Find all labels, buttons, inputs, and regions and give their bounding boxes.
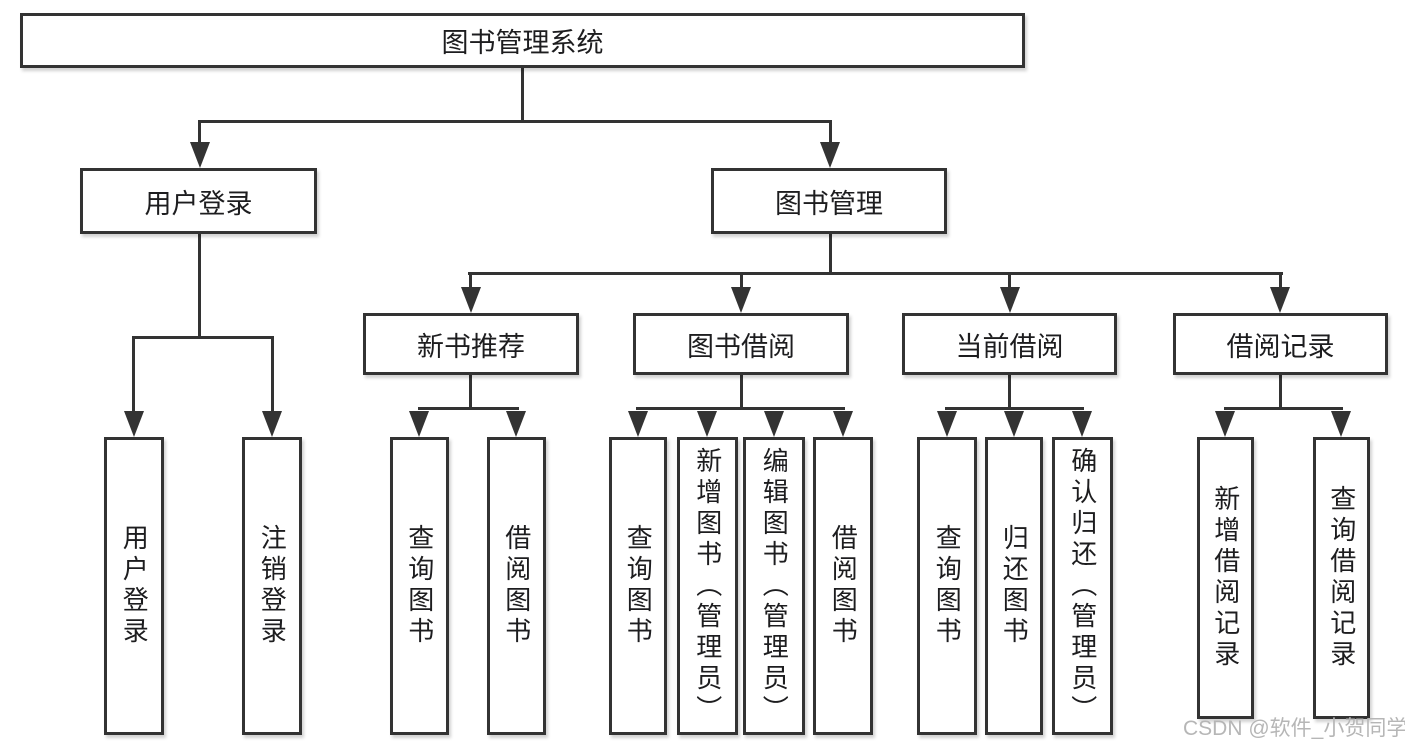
node-user-login: 用户登录 xyxy=(80,168,317,234)
node-label: 编辑图书（管理员） xyxy=(759,446,790,726)
arrow-down-icon xyxy=(1215,411,1235,437)
node-label: 借阅图书 xyxy=(828,524,859,648)
node-label: 图书管理 xyxy=(775,188,883,219)
connector-line xyxy=(740,272,743,289)
leaf-borrow-books-recommend: 借阅图书 xyxy=(487,437,546,735)
arrow-down-icon xyxy=(731,287,751,313)
node-label: 查询图书 xyxy=(404,524,435,648)
connector-line xyxy=(1224,407,1343,410)
leaf-return-books: 归还图书 xyxy=(985,437,1043,735)
node-label: 用户登录 xyxy=(144,188,253,219)
node-label: 查询借阅记录 xyxy=(1326,485,1357,671)
arrow-down-icon xyxy=(1004,411,1024,437)
node-label: 确认归还（管理员） xyxy=(1067,446,1098,726)
connector-line xyxy=(740,375,743,410)
node-label: 新增图书（管理员） xyxy=(692,446,723,726)
node-borrowing-records: 借阅记录 xyxy=(1173,313,1388,375)
node-label: 新增借阅记录 xyxy=(1210,485,1241,671)
arrow-down-icon xyxy=(409,411,429,437)
connector-line xyxy=(198,120,832,123)
node-label: 用户登录 xyxy=(119,524,150,648)
leaf-query-books-current: 查询图书 xyxy=(917,437,977,735)
connector-line xyxy=(198,120,201,146)
node-label: 图书借阅 xyxy=(687,331,795,362)
node-book-management: 图书管理 xyxy=(711,168,947,234)
node-new-book-recommend: 新书推荐 xyxy=(363,313,579,375)
connector-line xyxy=(198,234,201,338)
node-label: 借阅图书 xyxy=(501,524,532,648)
connector-line xyxy=(469,272,472,289)
arrow-down-icon xyxy=(190,142,210,168)
connector-line xyxy=(521,68,524,123)
connector-line xyxy=(945,407,1084,410)
node-label: 新书推荐 xyxy=(417,331,525,362)
connector-line xyxy=(1279,272,1282,289)
arrow-down-icon xyxy=(1270,287,1290,313)
leaf-edit-book-admin: 编辑图书（管理员） xyxy=(743,437,805,735)
leaf-user-login: 用户登录 xyxy=(104,437,164,735)
arrow-down-icon xyxy=(1072,411,1092,437)
node-label: 当前借阅 xyxy=(955,331,1064,362)
csdn-watermark: CSDN @软件_小贺同学 xyxy=(1183,717,1405,740)
connector-line xyxy=(469,375,472,410)
connector-line xyxy=(418,407,519,410)
connector-line xyxy=(132,336,135,414)
leaf-add-borrow-record: 新增借阅记录 xyxy=(1197,437,1254,719)
connector-line xyxy=(468,272,1283,275)
arrow-down-icon xyxy=(461,287,481,313)
node-label: 图书管理系统 xyxy=(441,28,604,58)
arrow-down-icon xyxy=(262,411,282,437)
node-label: 归还图书 xyxy=(999,524,1030,648)
arrow-down-icon xyxy=(820,142,840,168)
connector-line xyxy=(1279,375,1282,410)
arrow-down-icon xyxy=(628,411,648,437)
node-library-system: 图书管理系统 xyxy=(20,13,1025,68)
node-label: 借阅记录 xyxy=(1226,331,1335,362)
connector-line xyxy=(636,407,845,410)
node-current-borrowing: 当前借阅 xyxy=(902,313,1117,375)
arrow-down-icon xyxy=(937,411,957,437)
leaf-confirm-return-admin: 确认归还（管理员） xyxy=(1052,437,1113,735)
arrow-down-icon xyxy=(697,411,717,437)
node-label: 注销登录 xyxy=(257,524,288,648)
arrow-down-icon xyxy=(124,411,144,437)
connector-line xyxy=(271,336,274,414)
node-book-borrowing: 图书借阅 xyxy=(633,313,849,375)
leaf-logout: 注销登录 xyxy=(242,437,302,735)
leaf-add-book-admin: 新增图书（管理员） xyxy=(677,437,738,735)
arrow-down-icon xyxy=(833,411,853,437)
arrow-down-icon xyxy=(1000,287,1020,313)
connector-line xyxy=(1008,272,1011,289)
arrow-down-icon xyxy=(764,411,784,437)
leaf-query-books-borrowing: 查询图书 xyxy=(609,437,667,735)
node-label: 查询图书 xyxy=(623,524,654,648)
arrow-down-icon xyxy=(506,411,526,437)
arrow-down-icon xyxy=(1331,411,1351,437)
leaf-query-borrow-record: 查询借阅记录 xyxy=(1313,437,1370,719)
node-label: 查询图书 xyxy=(932,524,963,648)
leaf-borrow-books: 借阅图书 xyxy=(813,437,873,735)
connector-line xyxy=(132,336,274,339)
connector-line xyxy=(829,120,832,146)
leaf-query-books-recommend: 查询图书 xyxy=(390,437,449,735)
connector-line xyxy=(829,234,832,274)
connector-line xyxy=(1008,375,1011,410)
